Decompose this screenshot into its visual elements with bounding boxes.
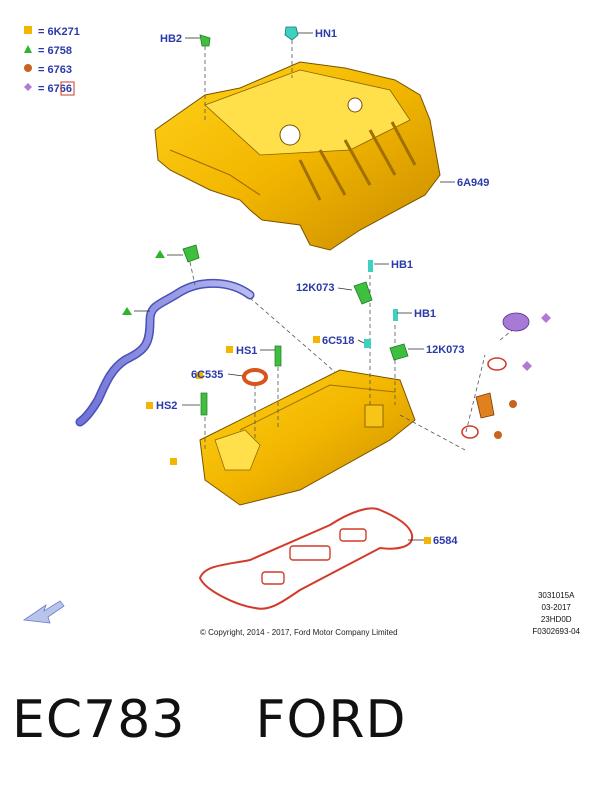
legend-label: = 6763: [38, 63, 72, 76]
valve-cover-gasket: [198, 507, 414, 610]
cam-sensor-lower: [364, 309, 409, 361]
hose-connector-sensor: [122, 244, 200, 315]
callout-markers: [146, 336, 431, 544]
legend: = 6K271 = 6758 = 6763 = 6766: [24, 22, 80, 98]
legend-row-6763: = 6763: [24, 60, 80, 79]
label-hb1-a: HB1: [391, 259, 413, 271]
square-icon: [24, 25, 38, 38]
engine-cover: [154, 61, 441, 251]
meta-code2: 23HD0D: [540, 615, 572, 624]
diamond-icon: [24, 82, 38, 95]
exploded-parts-diagram: HB2 HN1 6A949 HB1 12K073 HB1 6C518 12K07…: [22, 26, 551, 624]
6c535-seal: [242, 368, 268, 386]
label-6a949: 6A949: [457, 177, 489, 189]
legend-label: = 6K271: [38, 25, 80, 38]
meta-date: 03-2017: [541, 603, 571, 612]
legend-label: = 6766: [38, 82, 72, 95]
copyright-notice: © Copyright, 2014 - 2017, Ford Motor Com…: [200, 628, 398, 637]
breather-hose: [75, 278, 255, 427]
label-hb1-b: HB1: [414, 308, 436, 320]
hs1-stud: [274, 345, 282, 367]
label-12k073-a: 12K073: [296, 282, 335, 294]
label-6584: 6584: [433, 535, 458, 547]
legend-highlight-box: [60, 81, 75, 96]
hb2-top-fastener: [199, 34, 211, 120]
legend-row-6758: = 6758: [24, 41, 80, 60]
meta-code3: F0302693-04: [532, 627, 580, 636]
label-6c518: 6C518: [322, 335, 354, 347]
label-6c535: 6C535: [191, 369, 223, 381]
label-hn1: HN1: [315, 28, 337, 40]
meta-code1: 3031015A: [537, 591, 575, 600]
label-leaders: [182, 32, 455, 541]
legend-row-6766: = 6766: [24, 79, 80, 98]
circle-icon: [24, 63, 38, 76]
triangle-icon: [24, 44, 38, 57]
drawing-meta: 3031015A 03-2017 23HD0D F0302693-04: [532, 590, 580, 638]
oil-filler-cap: [461, 312, 551, 439]
hs2-stud: [200, 392, 208, 416]
legend-row-6k271: = 6K271: [24, 22, 80, 41]
front-direction-arrow: [22, 600, 65, 624]
label-12k073-b: 12K073: [426, 344, 465, 356]
label-hs2: HS2: [156, 400, 177, 412]
label-hb2: HB2: [160, 33, 182, 45]
hn1-nut: [284, 26, 299, 78]
label-hs1: HS1: [236, 345, 257, 357]
cam-sensor-upper: [353, 260, 373, 305]
valve-cover: [199, 369, 416, 506]
legend-label: = 6758: [38, 44, 72, 57]
bottom-title: EC783 FORD: [12, 690, 407, 750]
